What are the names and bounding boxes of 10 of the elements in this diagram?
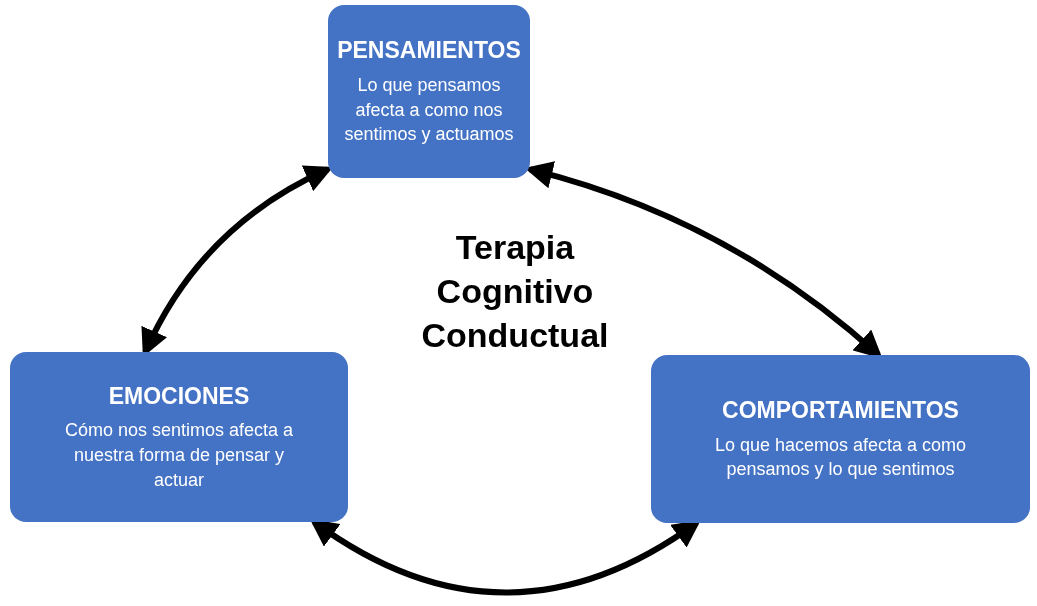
box-heading: COMPORTAMIENTOS xyxy=(722,395,959,425)
box-heading: PENSAMIENTOS xyxy=(337,36,521,65)
box-description: Lo que pensamos afecta a como nos sentimos y actuamos xyxy=(343,73,515,147)
process-box xyxy=(328,5,530,178)
process-box xyxy=(10,352,348,522)
box-description: Cómo nos sentimos afecta a nuestra forma de pensar y actuar xyxy=(63,419,295,492)
box-description: Lo que hacemos afecta a como pensamos y lo que sentimos xyxy=(713,433,968,482)
box-heading: EMOCIONES xyxy=(108,381,250,411)
process-box xyxy=(651,355,1030,523)
diagram-title: Terapia Cognitivo Conductual xyxy=(420,227,610,357)
